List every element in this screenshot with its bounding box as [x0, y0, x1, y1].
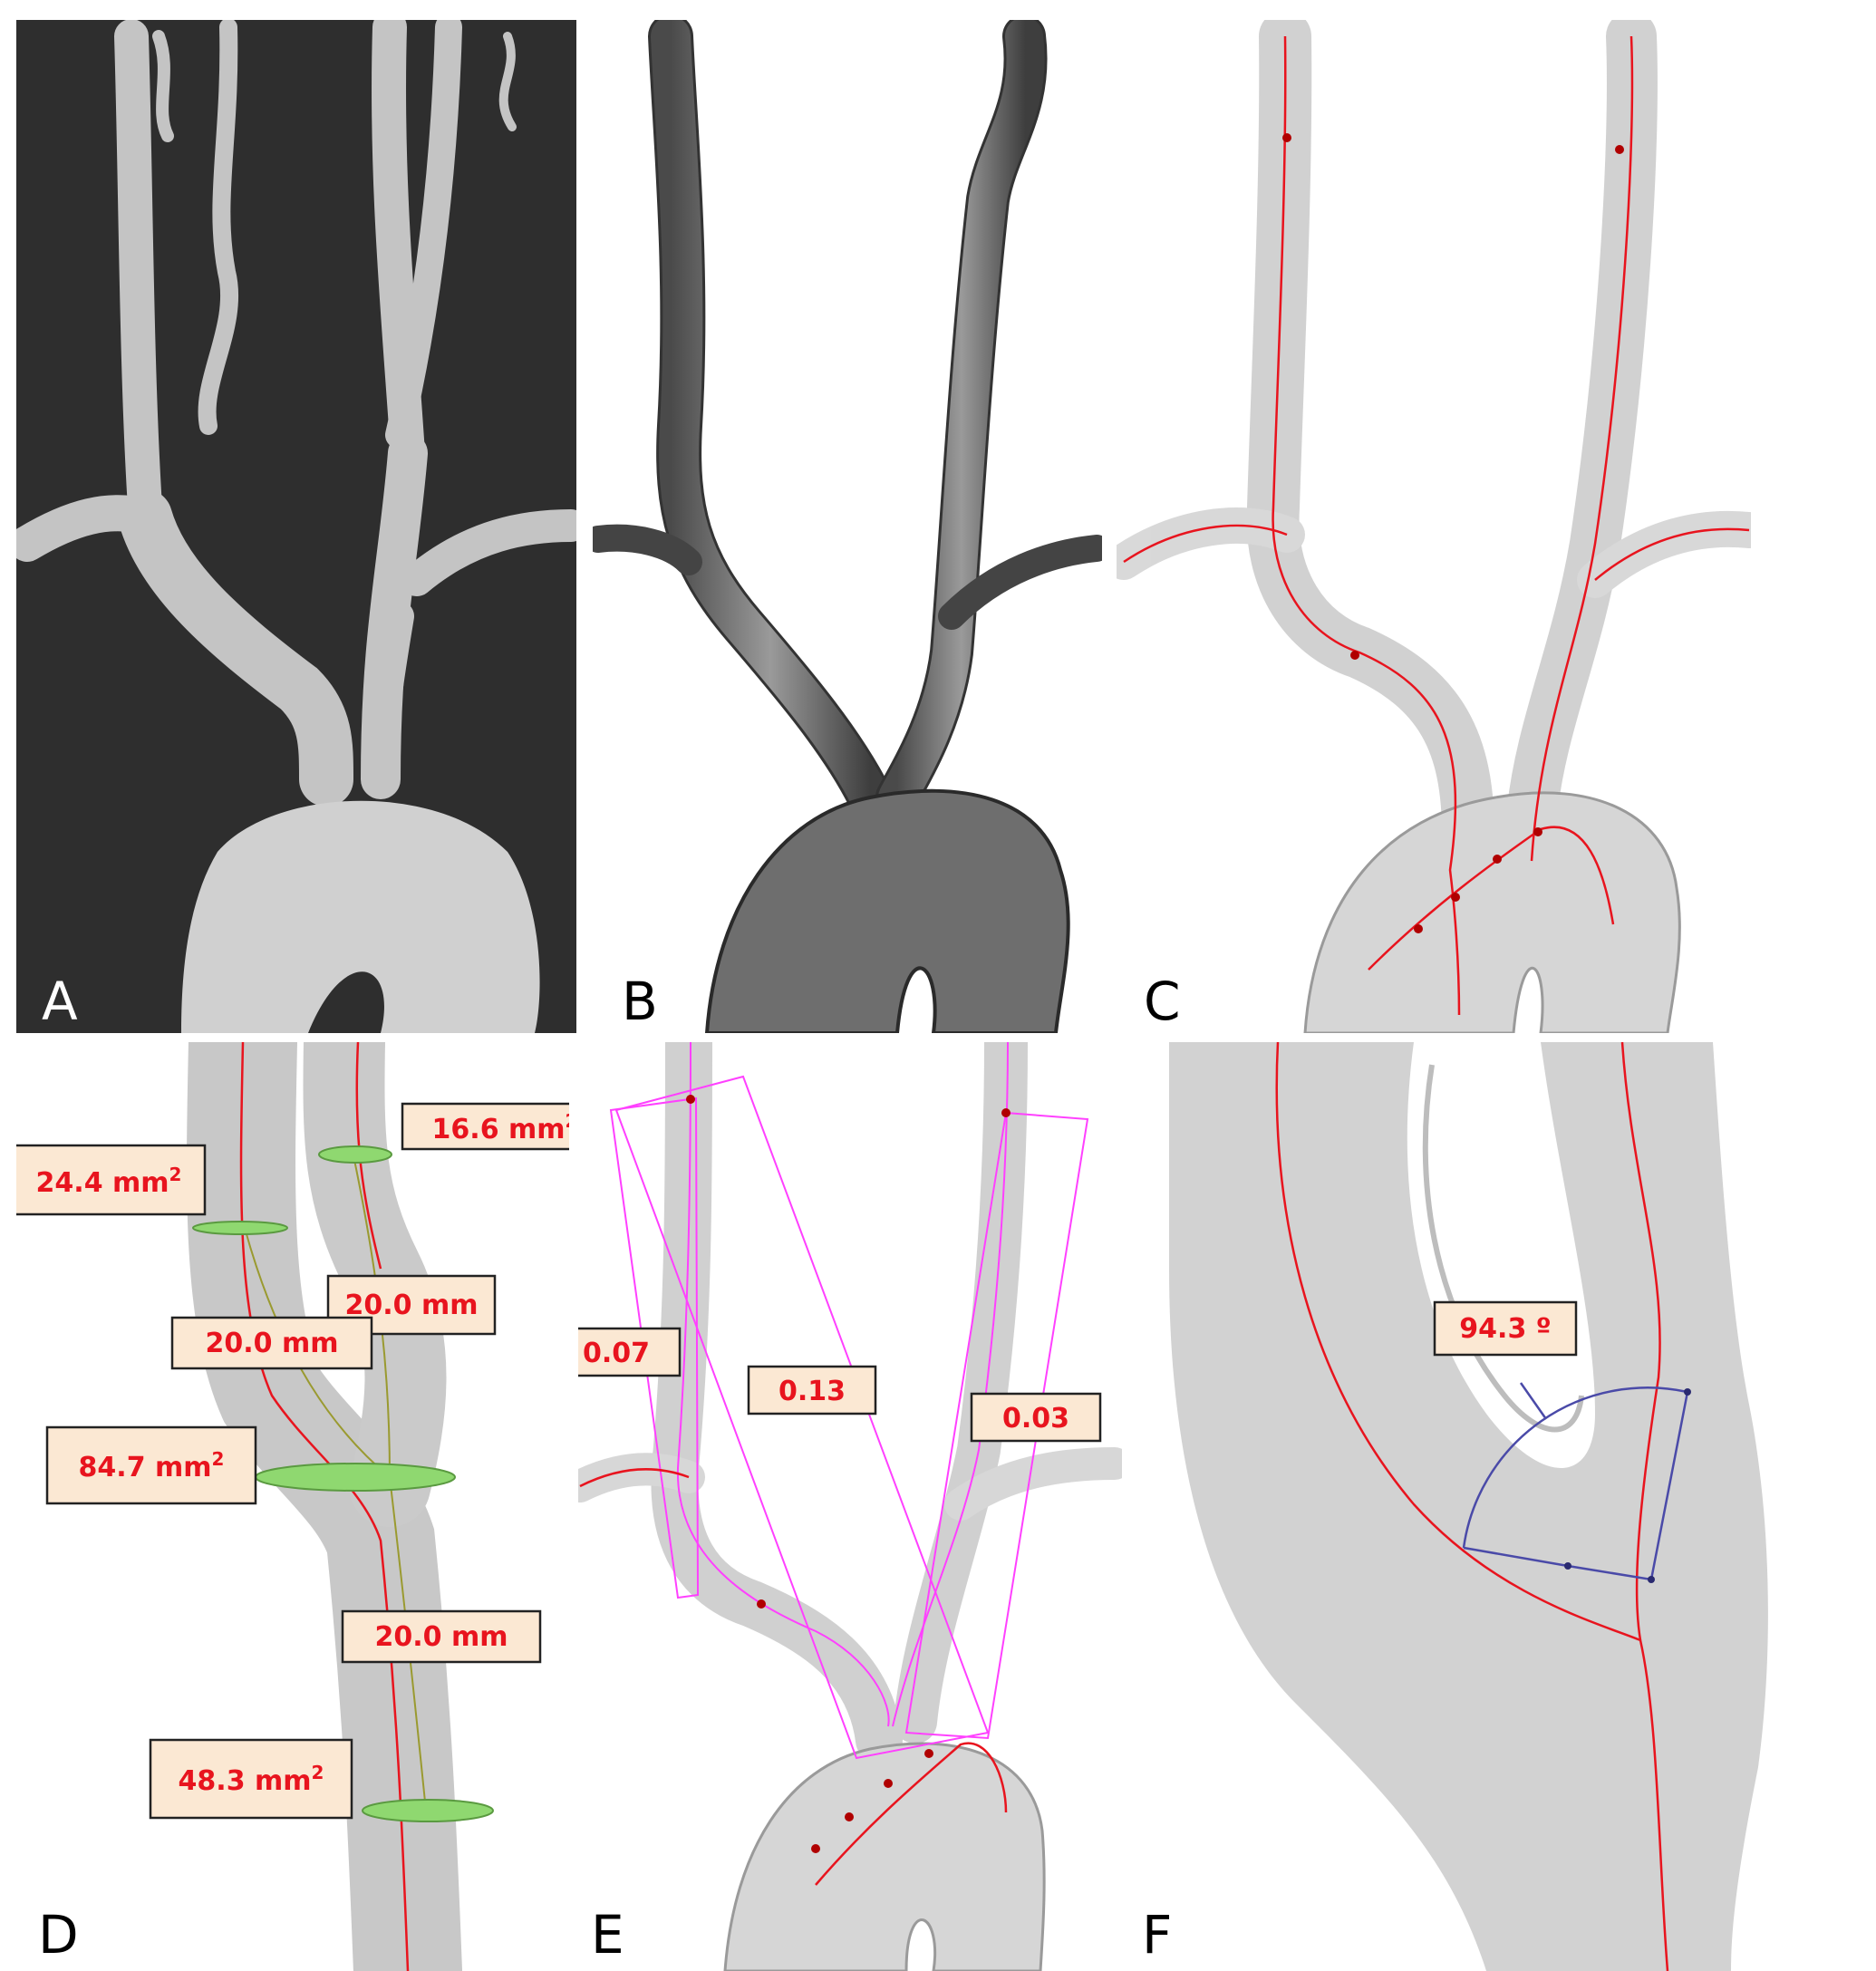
svg-text:0.13: 0.13	[778, 1376, 846, 1407]
svg-text:20.0 mm: 20.0 mm	[345, 1290, 479, 1321]
panel-d: 24.4 mm2 16.6 mm2 20.0 mm 20.0 mm 84.7 m…	[16, 1042, 578, 1971]
svg-text:16.6 mm2: 16.6 mm2	[432, 1110, 578, 1145]
label-dist-lower: 20.0 mm	[341, 1609, 542, 1664]
panel-letter-f: F	[1142, 1904, 1172, 1966]
panel-e: 0.07 0.13 0.03 E	[578, 1042, 1122, 1971]
label-dist-right: 20.0 mm	[326, 1274, 497, 1336]
panel-letter-e: E	[591, 1904, 624, 1966]
svg-text:48.3 mm2: 48.3 mm2	[179, 1762, 324, 1797]
label-tortuosity-middle: 0.13	[747, 1365, 877, 1415]
panel-b: B	[593, 20, 1102, 1033]
panel-letter-b: B	[622, 971, 658, 1032]
panel-letter-d: D	[38, 1904, 79, 1966]
label-area-upper-left: 24.4 mm2	[16, 1144, 207, 1216]
label-area-lower: 48.3 mm2	[149, 1738, 353, 1820]
panel-letter-c: C	[1144, 971, 1181, 1032]
svg-text:20.0 mm: 20.0 mm	[375, 1621, 508, 1653]
panel-letter-a: A	[42, 971, 78, 1032]
panel-c: C	[1117, 20, 1751, 1033]
svg-text:20.0 mm: 20.0 mm	[206, 1328, 339, 1359]
svg-text:84.7 mm2: 84.7 mm2	[79, 1448, 225, 1483]
label-area-upper-right: 16.6 mm2	[401, 1102, 578, 1151]
panel-a: A	[16, 20, 576, 1033]
svg-text:0.07: 0.07	[583, 1338, 650, 1369]
label-tortuosity-right: 0.03	[970, 1392, 1102, 1443]
label-tortuosity-left: 0.07	[578, 1327, 682, 1377]
label-dist-left: 20.0 mm	[170, 1316, 373, 1370]
label-angle: 94.3 º	[1433, 1300, 1578, 1357]
panel-f: 94.3 º F	[1133, 1042, 1858, 1971]
svg-text:24.4 mm2: 24.4 mm2	[36, 1164, 182, 1199]
svg-text:94.3 º: 94.3 º	[1459, 1313, 1551, 1345]
svg-text:0.03: 0.03	[1002, 1403, 1069, 1435]
label-area-bifurcation: 84.7 mm2	[45, 1425, 257, 1505]
